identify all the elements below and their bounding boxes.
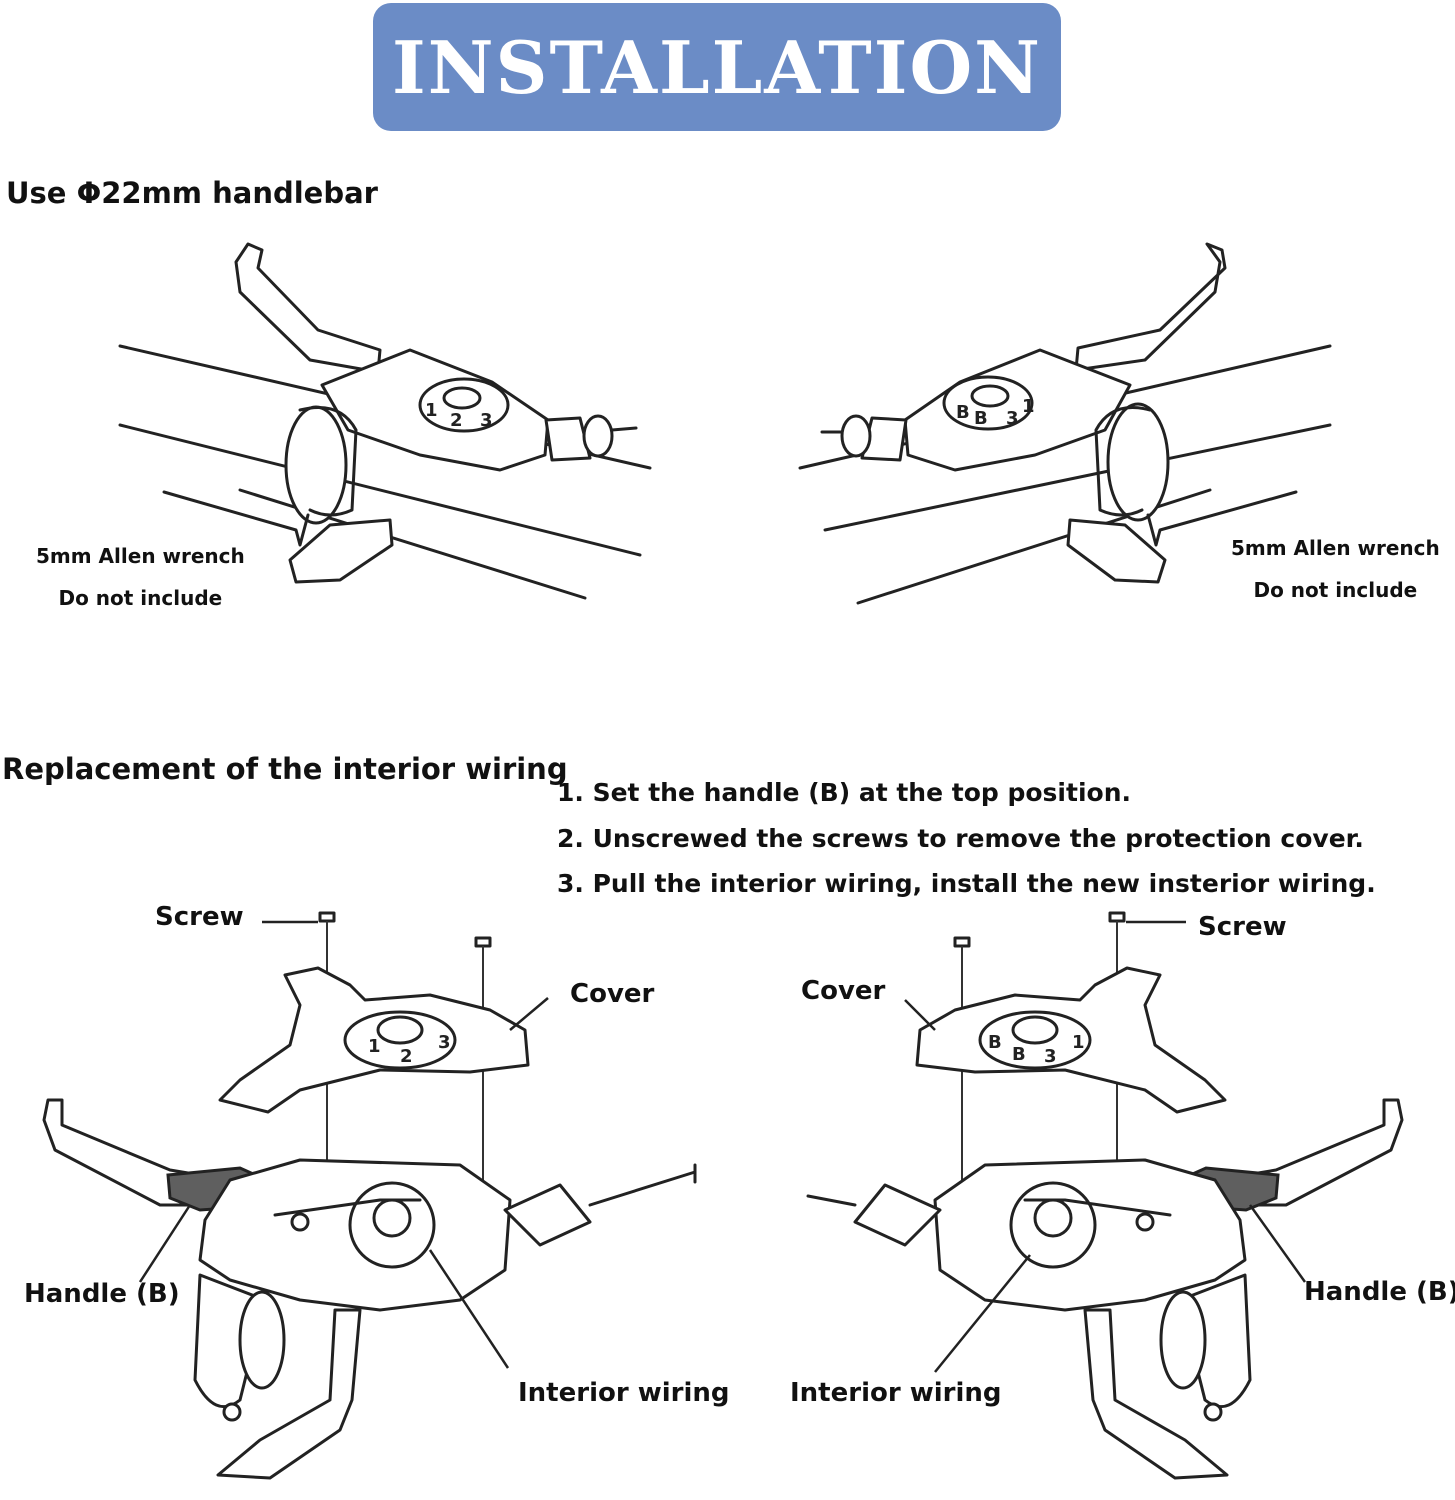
svg-text:3: 3 — [438, 1032, 451, 1053]
left-cable-adjuster — [544, 416, 592, 462]
left-cable-adjuster-2 — [503, 1183, 592, 1247]
label-interior-left: Interior wiring — [518, 1378, 730, 1408]
left-thumb-paddle — [288, 518, 394, 584]
left-dial-knob — [442, 386, 482, 410]
left-handlebar-shifter: 1 2 3 — [118, 242, 652, 600]
left-clamp-ring — [298, 406, 358, 517]
left-brake-lever — [234, 242, 382, 374]
right-thumb-paddle — [1066, 518, 1167, 584]
step-3: 3. Pull the interior wiring, install the… — [557, 869, 1376, 898]
left-cable — [588, 1170, 697, 1207]
right-screw-head-2-icon — [953, 936, 971, 948]
right-dial-mark-1: 1 — [1022, 396, 1035, 417]
svg-text:2: 2 — [400, 1046, 413, 1067]
left-handlebar-bottom-edge — [118, 423, 642, 557]
handlebar-heading: Use Φ22mm handlebar — [6, 176, 378, 210]
label-cover-left: Cover — [570, 979, 655, 1009]
label-screw-right: Screw — [1198, 912, 1287, 942]
right-screw-head-icon — [1108, 911, 1126, 923]
svg-text:1: 1 — [1072, 1032, 1085, 1053]
right-dial-mark-3: 3 — [1006, 408, 1019, 429]
label-cover-right: Cover — [801, 976, 886, 1006]
right-wrench-note: 5mm Allen wrench Do not include — [1231, 536, 1440, 602]
left-clamp-hole — [238, 1290, 286, 1390]
left-dial-mark-3: 3 — [480, 410, 493, 431]
right-exploded-view: 1 3 B B — [806, 911, 1404, 1480]
left-handlebar-lower-line — [238, 488, 587, 600]
label-screw-left: Screw — [155, 902, 244, 932]
left-barrel-nut — [582, 414, 614, 458]
left-handle-leader — [138, 1204, 192, 1283]
svg-text:B: B — [988, 1032, 1002, 1053]
right-dial-mark-b2: B — [956, 402, 970, 423]
right-cable-adjuster — [860, 416, 908, 462]
right-dial-mark-b1: B — [974, 408, 988, 429]
right-brake-lever — [1074, 242, 1227, 372]
left-dial-mark-1: 1 — [425, 400, 438, 421]
left-screw-head-icon — [318, 911, 336, 923]
right-dial-knob — [970, 384, 1010, 408]
left-allen-wrench-icon — [162, 490, 310, 547]
label-interior-right: Interior wiring — [790, 1378, 1002, 1408]
right-cable-adjuster-2 — [853, 1183, 942, 1247]
right-handle-leader — [1248, 1204, 1307, 1283]
left-dial-mark-2: 2 — [450, 410, 463, 431]
left-clamp-front — [284, 405, 348, 525]
right-clamp-hole — [1159, 1290, 1207, 1390]
right-clamp-front — [1106, 402, 1170, 522]
right-handlebar-shifter: 1 3 B B — [798, 242, 1332, 605]
right-barrel-nut — [840, 414, 872, 458]
installation-banner: INSTALLATION — [373, 3, 1061, 131]
right-cover-leader — [904, 999, 936, 1031]
right-allen-wrench-icon — [1146, 490, 1298, 547]
right-interior-leader — [934, 1254, 1031, 1373]
left-wrench-note: 5mm Allen wrench Do not include — [36, 544, 245, 610]
left-screw-head-2-icon — [474, 936, 492, 948]
left-cover-leader — [509, 997, 549, 1031]
svg-text:1: 1 — [368, 1036, 381, 1057]
label-handle-right: Handle (B) — [1304, 1277, 1455, 1307]
wiring-heading: Replacement of the interior wiring — [2, 752, 568, 786]
left-interior-leader — [428, 1249, 510, 1369]
page-title: INSTALLATION — [392, 24, 1042, 110]
step-1: 1. Set the handle (B) at the top positio… — [557, 778, 1131, 807]
left-exploded-view: 1 2 3 — [42, 911, 697, 1480]
step-2: 2. Unscrewed the screws to remove the pr… — [557, 824, 1364, 853]
right-release-paddle — [1083, 1308, 1229, 1480]
svg-text:3: 3 — [1044, 1046, 1057, 1067]
left-release-paddle — [216, 1308, 362, 1480]
right-cable — [806, 1194, 857, 1207]
label-handle-left: Handle (B) — [24, 1279, 180, 1309]
svg-text:B: B — [1012, 1044, 1026, 1065]
